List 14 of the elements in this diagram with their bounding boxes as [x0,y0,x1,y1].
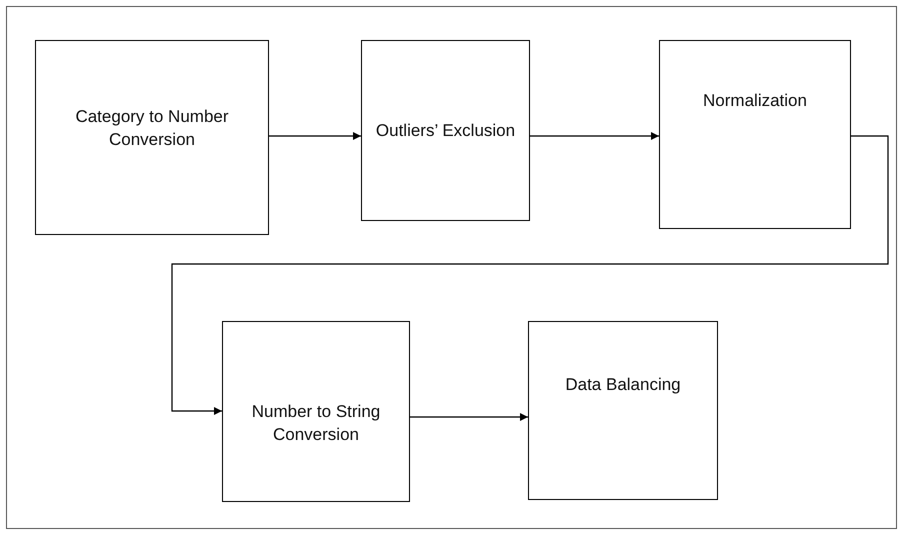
box-label: Category to Number Conversion [74,106,230,151]
process-box [659,40,851,229]
box-label: Data Balancing [564,374,682,396]
arrow [410,413,528,421]
arrow [269,132,361,140]
process-box [361,40,530,221]
process-box [222,321,410,502]
box-label: Number to String Conversion [250,401,382,446]
arrow [171,135,889,415]
box-label: Outliers’ Exclusion [374,120,516,142]
arrow [530,132,659,140]
process-box [528,321,718,500]
box-label: Normalization [702,90,808,112]
process-box [35,40,269,235]
